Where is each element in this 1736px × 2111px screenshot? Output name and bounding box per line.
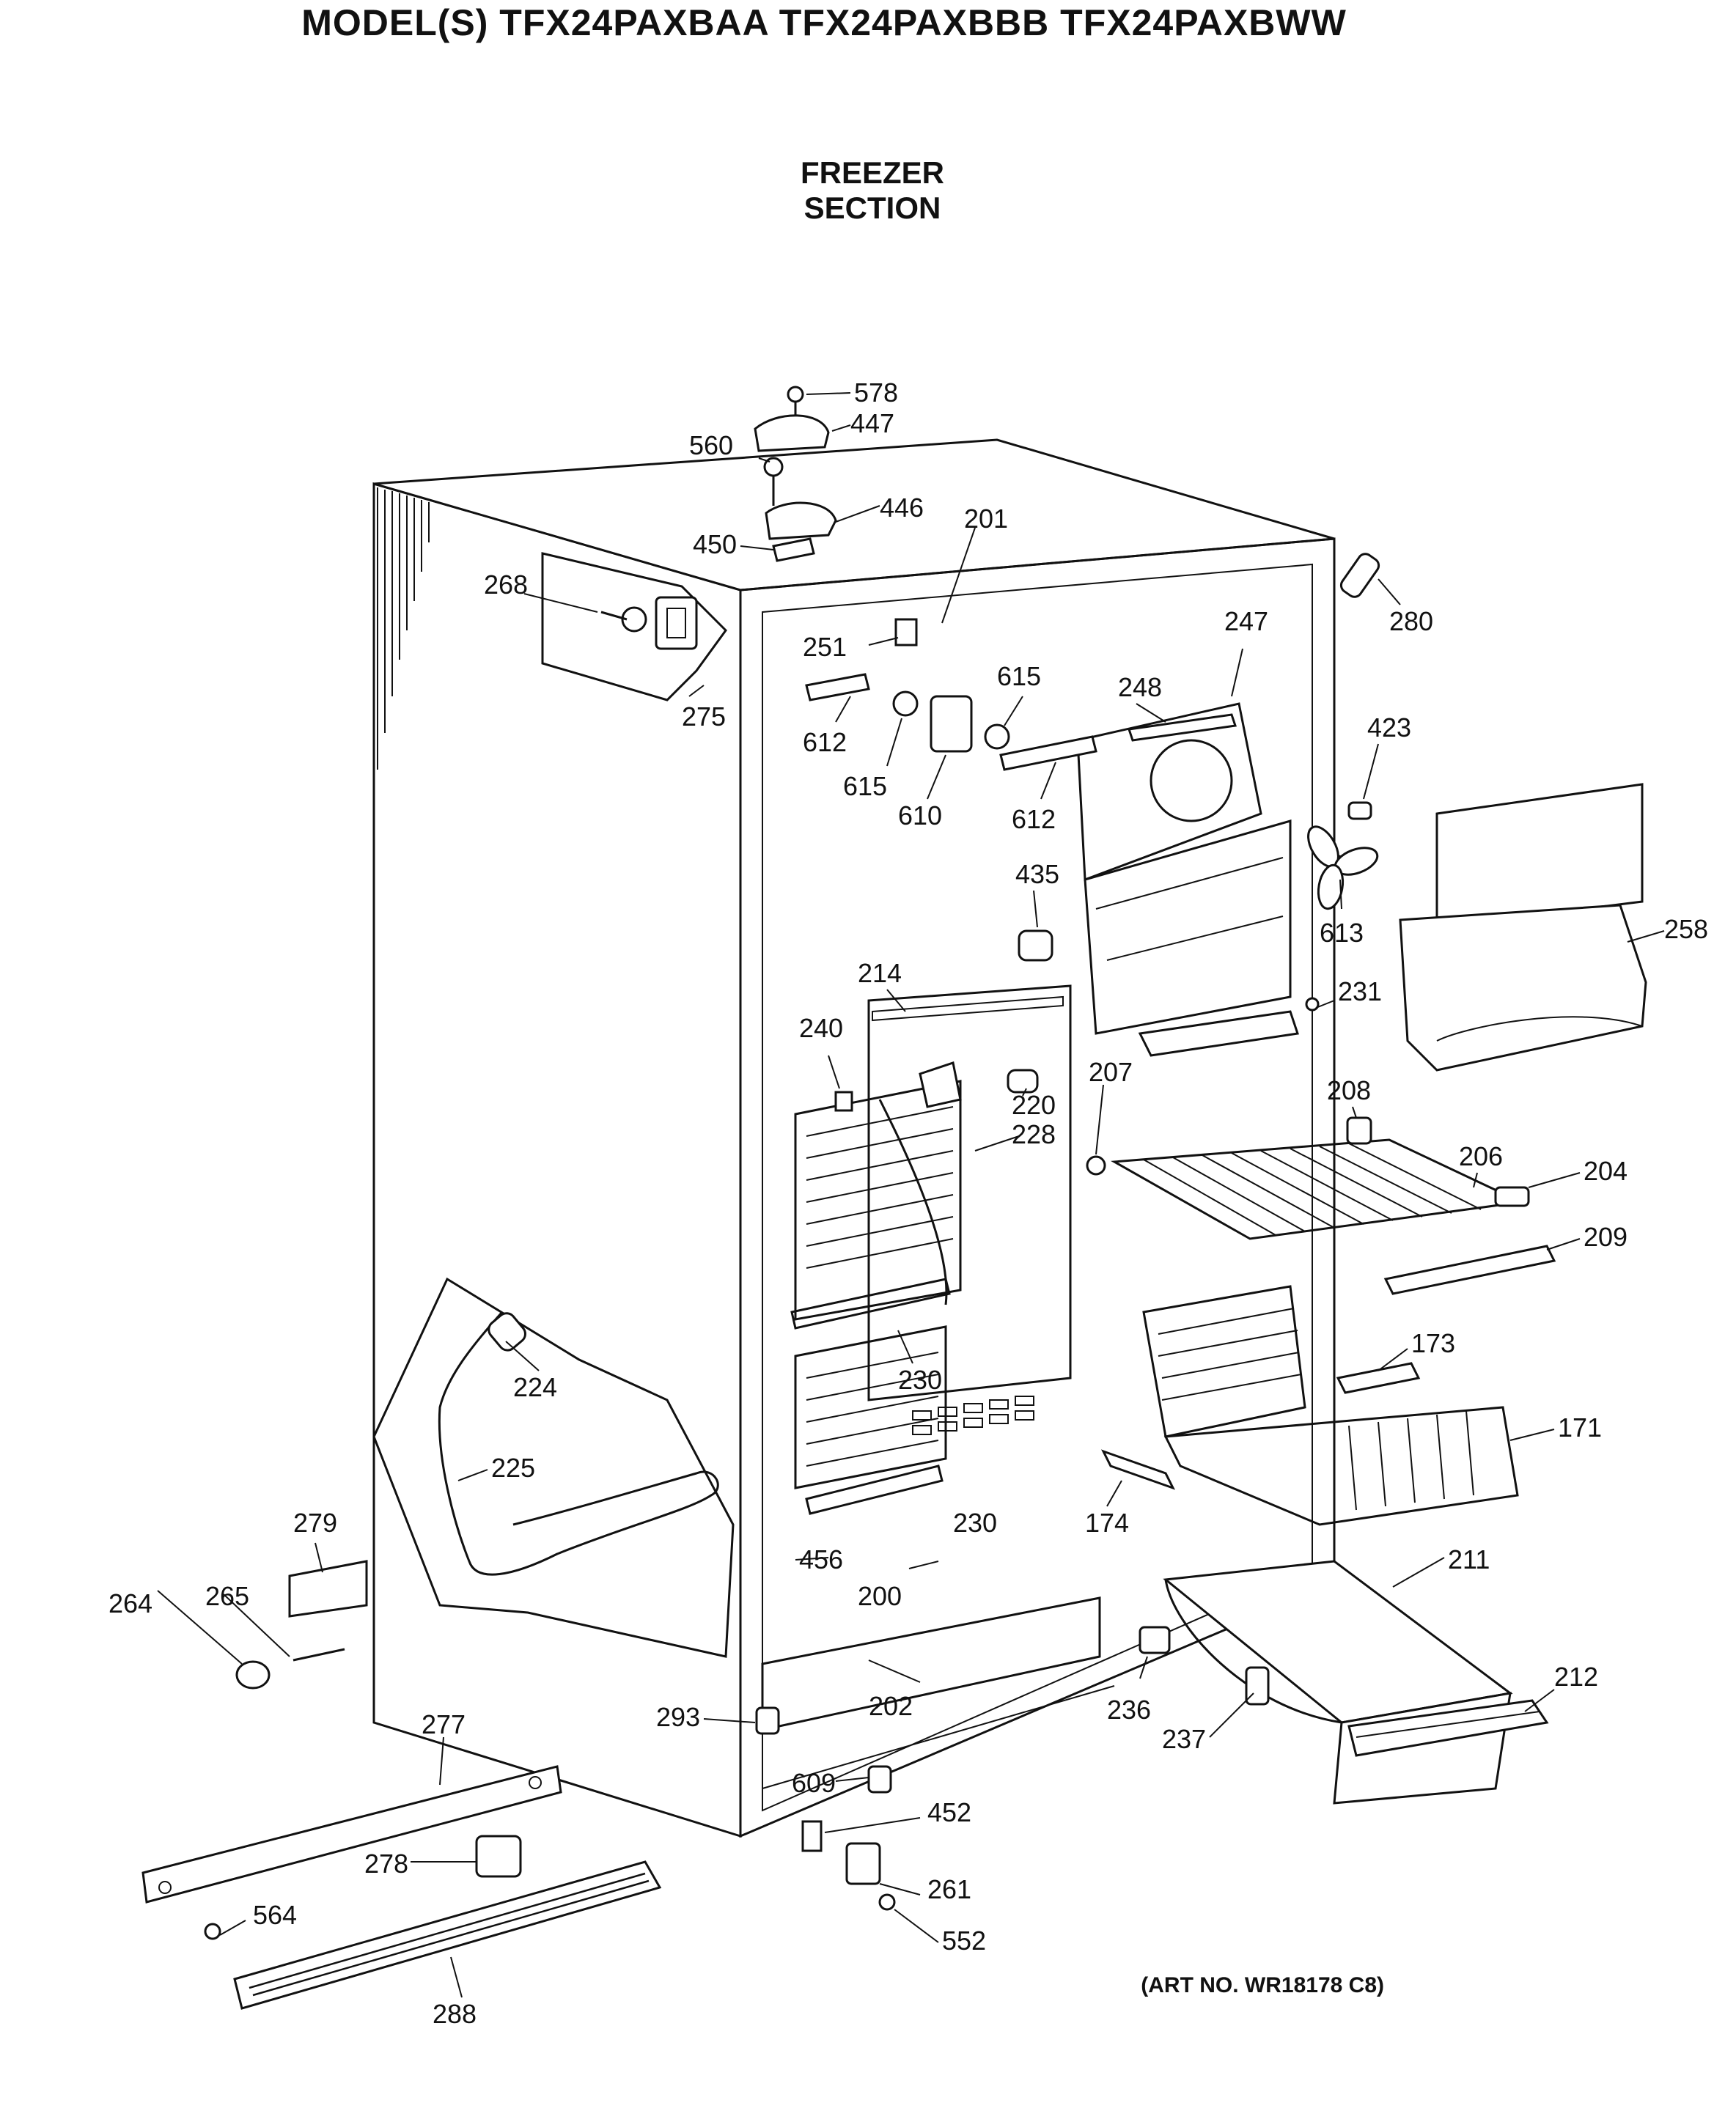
callout-231: 231 — [1338, 976, 1382, 1006]
evaporator-coil — [790, 1061, 962, 1515]
callout-200: 200 — [858, 1581, 902, 1611]
callout-230b: 230 — [953, 1508, 997, 1538]
callout-279: 279 — [293, 1508, 337, 1538]
callout-237: 237 — [1162, 1724, 1206, 1754]
callout-230: 230 — [898, 1365, 942, 1395]
small-parts — [204, 386, 1530, 1940]
callout-423: 423 — [1367, 712, 1411, 743]
callout-612b: 612 — [1012, 804, 1056, 834]
callout-224: 224 — [513, 1372, 557, 1402]
thermostat-cutaway — [541, 552, 727, 701]
callout-612: 612 — [803, 727, 847, 757]
callout-610: 610 — [898, 800, 942, 830]
callout-207: 207 — [1089, 1057, 1133, 1087]
callout-265: 265 — [205, 1581, 249, 1611]
cabinet-shell — [372, 438, 1336, 1838]
callout-264: 264 — [108, 1588, 152, 1618]
callout-564: 564 — [253, 1900, 297, 1930]
section-title: FREEZER SECTION — [800, 155, 944, 225]
callout-615: 615 — [997, 661, 1041, 691]
callout-174: 174 — [1085, 1508, 1129, 1538]
callout-615b: 615 — [843, 771, 887, 801]
fan-blade — [1307, 825, 1379, 910]
callout-240: 240 — [799, 1013, 843, 1043]
drain-tube-cutaway — [372, 1277, 735, 1658]
callout-212: 212 — [1554, 1662, 1598, 1692]
callout-225: 225 — [491, 1453, 535, 1483]
callout-278: 278 — [364, 1849, 408, 1879]
leader-lines — [157, 392, 1665, 1998]
fan-shroud — [1076, 702, 1292, 1035]
callout-452: 452 — [927, 1797, 971, 1827]
wire-basket — [1142, 1285, 1519, 1526]
callout-206: 206 — [1459, 1141, 1503, 1171]
callout-456: 456 — [799, 1544, 843, 1574]
callout-201: 201 — [964, 504, 1008, 534]
callout-236: 236 — [1107, 1695, 1151, 1725]
callout-228: 228 — [1012, 1119, 1056, 1149]
callout-450: 450 — [693, 529, 737, 559]
wire-shelf — [1111, 1138, 1556, 1295]
callout-447: 447 — [850, 408, 894, 438]
callout-173: 173 — [1411, 1328, 1455, 1358]
callout-220: 220 — [1012, 1090, 1056, 1120]
callout-552: 552 — [942, 1926, 986, 1956]
bin-tray — [1163, 1560, 1549, 1805]
callout-258: 258 — [1664, 914, 1708, 944]
callout-labels: 578 447 560 446 450 201 268 275 280 251 … — [108, 377, 1708, 2029]
kick-plate — [141, 1765, 562, 1904]
callout-204: 204 — [1584, 1156, 1628, 1186]
callout-209: 209 — [1584, 1222, 1628, 1252]
art-number: (ART NO. WR18178 C8) — [1141, 1973, 1384, 1997]
callout-248: 248 — [1118, 672, 1162, 702]
callout-171: 171 — [1558, 1412, 1602, 1443]
callout-293: 293 — [656, 1702, 700, 1732]
callout-609: 609 — [792, 1768, 836, 1798]
callout-268: 268 — [484, 570, 528, 600]
callout-202: 202 — [869, 1691, 913, 1721]
callout-275: 275 — [682, 701, 726, 732]
callout-560: 560 — [689, 430, 733, 460]
callout-435: 435 — [1015, 859, 1059, 889]
callout-251: 251 — [803, 632, 847, 662]
callout-247: 247 — [1224, 606, 1268, 636]
callout-214: 214 — [858, 958, 902, 988]
fan-cover — [1399, 783, 1647, 1072]
callout-613: 613 — [1320, 918, 1364, 948]
callout-261: 261 — [927, 1874, 971, 1904]
callout-208: 208 — [1327, 1075, 1371, 1105]
callout-211: 211 — [1448, 1544, 1490, 1574]
callout-280: 280 — [1389, 606, 1433, 636]
callout-288: 288 — [433, 1999, 477, 2029]
grille — [233, 1860, 662, 2010]
callout-446: 446 — [880, 493, 924, 523]
callout-277: 277 — [422, 1709, 466, 1739]
model-title: MODEL(S) TFX24PAXBAA TFX24PAXBBB TFX24PA… — [301, 2, 1347, 43]
callout-578: 578 — [854, 377, 898, 408]
